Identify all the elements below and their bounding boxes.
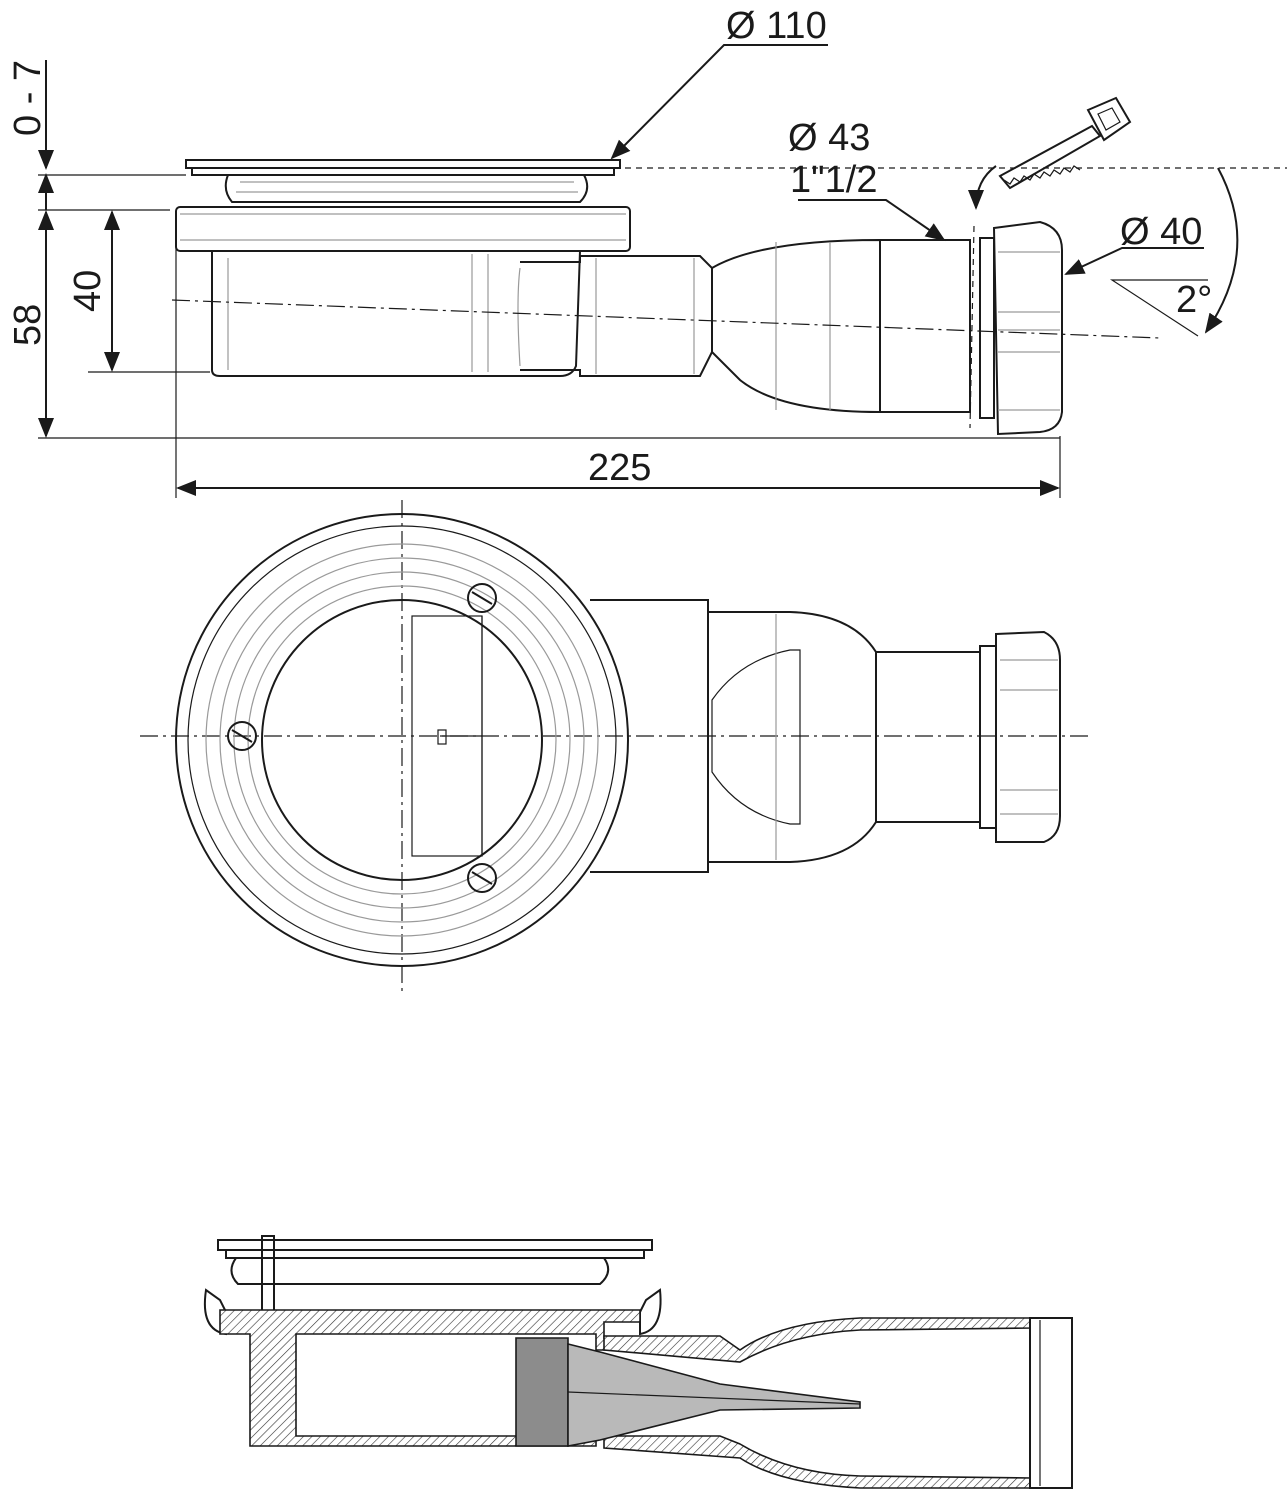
outer-ring xyxy=(175,513,629,967)
section-view xyxy=(204,1235,1073,1489)
side-view: Ø 110 Ø 43 1"1/2 Ø 40 2° 225 0 - 7 58 40 xyxy=(7,5,1287,498)
saw-icon xyxy=(968,96,1132,210)
bowl-body xyxy=(211,250,582,377)
pipe-axis xyxy=(171,299,1161,339)
body-height-label: 40 xyxy=(67,270,109,312)
coupling-nut xyxy=(979,220,1063,436)
grate xyxy=(185,159,621,203)
screw-icon xyxy=(227,583,497,893)
cone-insert xyxy=(567,1342,861,1447)
slope-angle-label: 2° xyxy=(1176,279,1212,321)
pipe-lower-wall xyxy=(603,1435,1031,1489)
top-view xyxy=(140,500,1090,996)
cone-insert-base xyxy=(515,1337,569,1447)
total-height-label: 58 xyxy=(7,304,49,346)
drain-opening xyxy=(261,599,543,881)
outlet-diameter-label: Ø 43 xyxy=(788,117,870,159)
adjustment-range-label: 0 - 7 xyxy=(7,60,49,136)
pipe-diameter-label: Ø 40 xyxy=(1120,211,1202,253)
total-length-label: 225 xyxy=(588,447,651,489)
inner-ring xyxy=(187,525,617,955)
cut-line xyxy=(969,225,975,429)
flange xyxy=(175,206,631,252)
grate-diameter-label: Ø 110 xyxy=(726,5,827,47)
body-section xyxy=(219,1309,641,1447)
outlet-pipe xyxy=(520,238,971,414)
outlet-body-top xyxy=(590,599,1061,873)
pipe-upper-wall xyxy=(603,1317,1031,1363)
outlet-thread-label: 1"1/2 xyxy=(790,159,877,201)
